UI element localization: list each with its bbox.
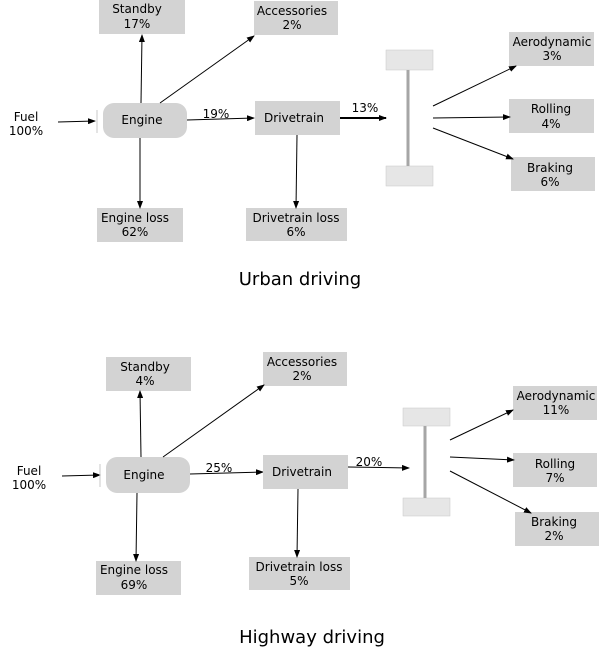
highway-rolling-arrow: [449, 456, 515, 463]
urban-fuel-label: Fuel: [14, 110, 39, 124]
urban-rolling-arrow: [432, 114, 511, 121]
urban-standby-label: Standby: [112, 2, 162, 16]
urban-rolling-label: Rolling: [531, 102, 571, 116]
highway-tire-top: [402, 407, 451, 427]
highway-engine-loss-arrow: [133, 492, 140, 562]
highway-fuel-label: Fuel: [17, 464, 42, 478]
highway-braking-box: [515, 512, 599, 546]
urban-accessories-box: [254, 1, 338, 35]
urban-drivetrain-label: Drivetrain: [264, 111, 324, 125]
urban-drivetrain-wheels-pct: 13%: [352, 101, 379, 115]
urban-drivetrain-box: [255, 101, 340, 135]
urban-braking-arrow: [432, 127, 514, 160]
highway-engine-loss-box: [96, 561, 181, 595]
highway-drivetrain-loss-label: Drivetrain loss: [256, 560, 343, 574]
highway-drivetrain-loss-box: [249, 557, 350, 590]
urban-aerodynamic-value: 3%: [542, 49, 561, 63]
urban-tire-top: [385, 49, 434, 71]
urban-braking-value: 6%: [540, 175, 559, 189]
urban-drivetrain-loss-box: [246, 208, 347, 241]
urban-drivetrain-loss-arrow: [293, 134, 300, 209]
urban-aerodynamic-box: [509, 32, 594, 66]
highway-fuel-value: 100%: [12, 478, 46, 492]
highway-standby-label: Standby: [120, 360, 170, 374]
urban-braking-label: Braking: [527, 161, 573, 175]
urban-fuel-arrow: [57, 118, 96, 125]
urban-engine-node: [103, 103, 187, 138]
highway-braking-label: Braking: [531, 515, 577, 529]
urban-title: Urban driving: [239, 269, 361, 290]
urban-engine-drivetrain-pct: 19%: [203, 107, 230, 121]
urban-aerodynamic-arrow: [432, 65, 517, 107]
highway-drivetrain-wheels-pct: 20%: [356, 455, 383, 469]
highway-drivetrain-wheels-arrow: [347, 464, 410, 471]
urban-accessories-label: Accessories: [257, 4, 327, 18]
highway-engine-drivetrain-arrow: [189, 469, 264, 476]
highway-accessories-box: [263, 352, 347, 386]
urban-engine-label: Engine: [121, 113, 162, 127]
urban-engine-loss-box: [97, 208, 183, 242]
urban-standby-arrow: [138, 34, 145, 104]
highway-fuel-arrow: [61, 472, 101, 479]
urban-diagram: Fuel 100% Engine Standby 17% Accessories…: [9, 0, 595, 290]
highway-aerodynamic-box: [513, 386, 597, 420]
urban-accessories-arrow: [159, 35, 255, 104]
urban-engine-loss-value: 62%: [122, 225, 149, 239]
highway-braking-value: 2%: [544, 529, 563, 543]
highway-rolling-value: 7%: [545, 471, 564, 485]
highway-engine-node: [106, 457, 190, 493]
highway-rolling-box: [513, 453, 597, 487]
urban-standby-box: [99, 0, 185, 34]
urban-engine-drivetrain-arrow: [186, 115, 255, 122]
urban-engine-loss-label: Engine loss: [101, 211, 169, 225]
urban-aerodynamic-label: Aerodynamic: [513, 35, 592, 49]
highway-braking-arrow: [449, 470, 532, 514]
highway-engine-loss-label: Engine loss: [100, 563, 168, 577]
urban-drivetrain-loss-label: Drivetrain loss: [253, 211, 340, 225]
highway-aerodynamic-value: 11%: [543, 403, 570, 417]
highway-engine-drivetrain-pct: 25%: [206, 461, 233, 475]
highway-accessories-value: 2%: [292, 369, 311, 383]
highway-drivetrain-loss-arrow: [294, 488, 301, 558]
highway-aerodynamic-label: Aerodynamic: [517, 389, 596, 403]
highway-standby-value: 4%: [135, 374, 154, 388]
highway-aerodynamic-arrow: [449, 409, 514, 441]
urban-drivetrain-loss-value: 6%: [286, 225, 305, 239]
highway-accessories-label: Accessories: [267, 355, 337, 369]
urban-standby-value: 17%: [124, 17, 151, 31]
highway-standby-box: [106, 357, 191, 391]
urban-rolling-box: [509, 99, 594, 133]
highway-engine-label: Engine: [123, 468, 164, 482]
highway-drivetrain-box: [263, 455, 348, 489]
highway-diagram: Fuel 100% Engine Standby 4% Accessories …: [12, 352, 599, 648]
urban-fuel-value: 100%: [9, 124, 43, 138]
urban-braking-box: [511, 157, 595, 191]
highway-title: Highway driving: [239, 627, 385, 648]
highway-accessories-arrow: [162, 384, 265, 458]
urban-accessories-value: 2%: [282, 18, 301, 32]
highway-tire-bottom: [402, 497, 451, 517]
urban-tire-bottom: [385, 165, 434, 187]
highway-standby-arrow: [137, 390, 144, 458]
highway-rolling-label: Rolling: [535, 457, 575, 471]
urban-rolling-value: 4%: [541, 117, 560, 131]
highway-engine-loss-value: 69%: [121, 578, 148, 592]
highway-drivetrain-label: Drivetrain: [272, 465, 332, 479]
highway-drivetrain-loss-value: 5%: [289, 574, 308, 588]
